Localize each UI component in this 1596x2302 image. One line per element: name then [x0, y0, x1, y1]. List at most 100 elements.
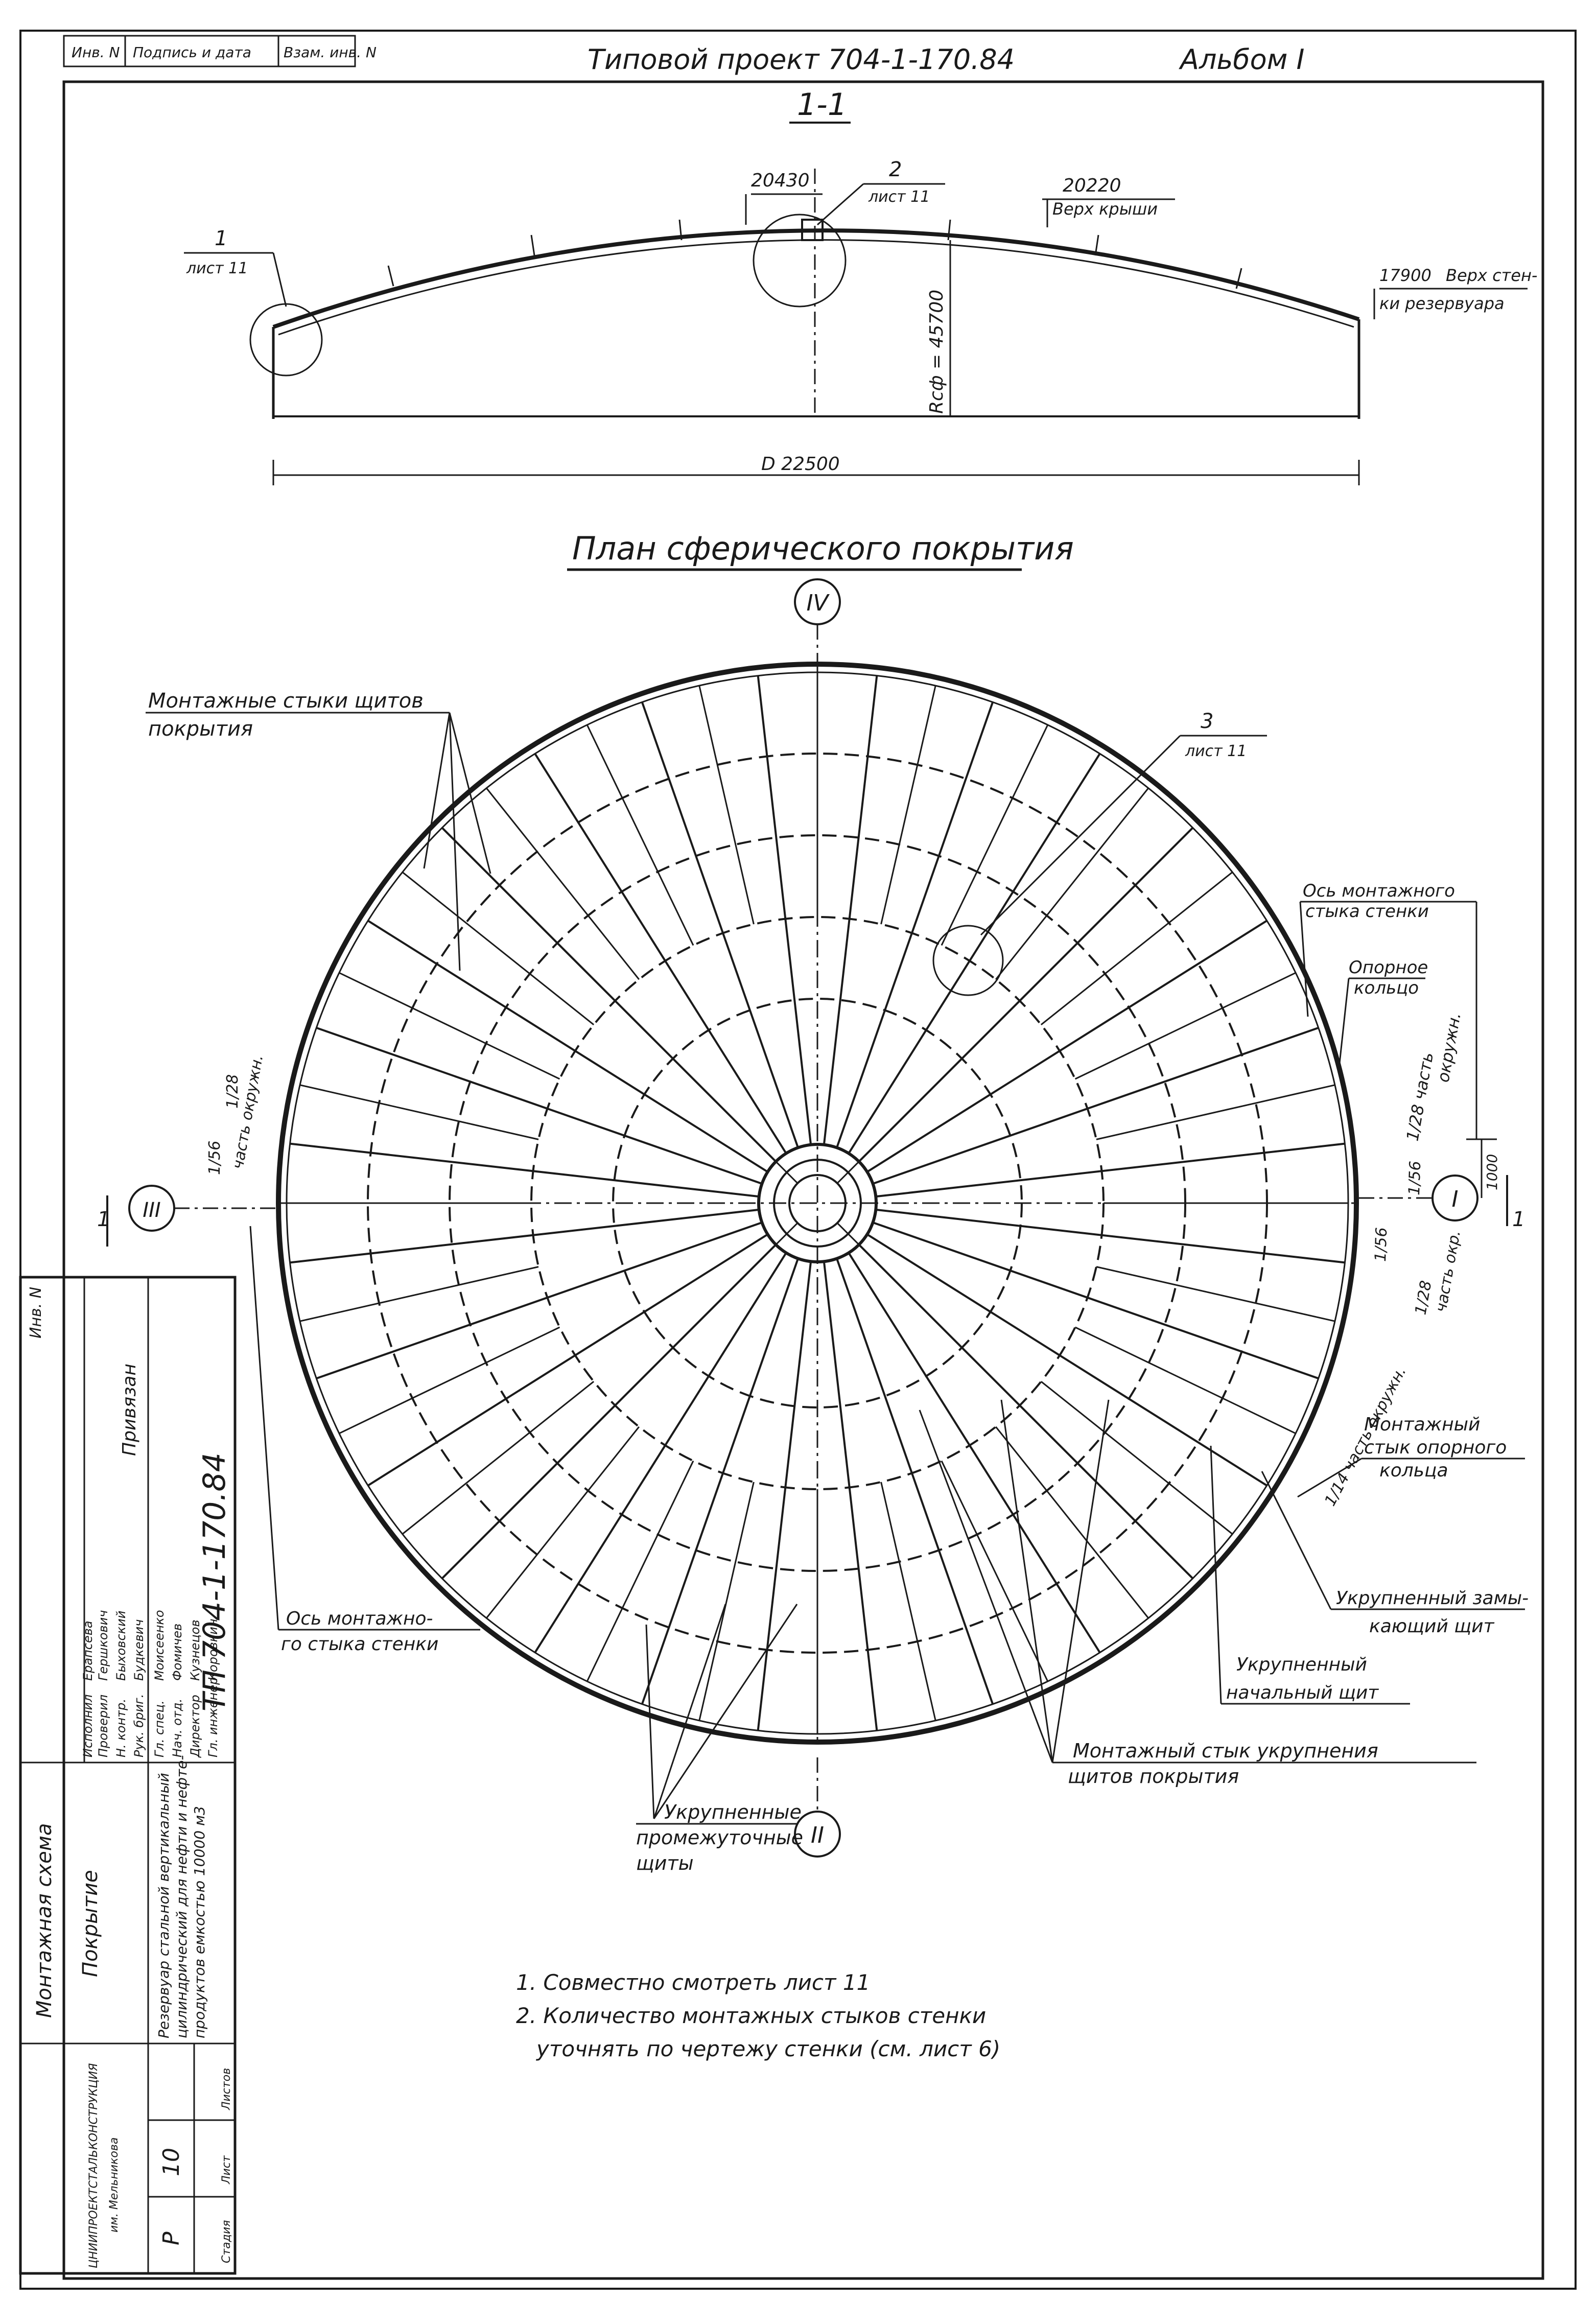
tb-person-name-5: Быховский [114, 1611, 128, 1681]
tb-person-name-1: Коровкин [206, 1618, 220, 1681]
hub-spoke-0 [836, 1222, 860, 1246]
secondary-rib-6 [880, 1482, 936, 1721]
secondary-rib-15 [299, 1084, 539, 1140]
callout-3-sheet: лист 11 [1185, 742, 1247, 760]
label-support-ring-2: кольцо [1354, 978, 1419, 998]
tb-stage-h: Стадия [220, 2220, 233, 2263]
section-mark-right: 1 [1512, 1208, 1525, 1231]
tb-person-role-7: Исполнил [81, 1695, 95, 1758]
tb-sheet: 10 [158, 2148, 184, 2176]
label-left-frac-128: 1/28 [224, 1074, 242, 1109]
album-label: Альбом I [1179, 43, 1304, 76]
label-enlarge-joint-2: щитов покрытия [1068, 1765, 1239, 1788]
secondary-rib-12 [339, 1326, 560, 1435]
label-ring-joint-1: Монтажный [1364, 1414, 1480, 1435]
secondary-rib-20 [698, 685, 755, 925]
secondary-rib-2 [1074, 1326, 1296, 1435]
tb-inv-no: Инв. N [27, 1287, 45, 1338]
label-ring-joint-3: кольца [1379, 1460, 1448, 1481]
secondary-rib-26 [1074, 972, 1296, 1080]
label-starting-2: начальный щит [1226, 1682, 1379, 1703]
hub-spoke-1 [775, 1222, 799, 1246]
secondary-rib-13 [299, 1266, 539, 1322]
label-interm-1: Укрупненные [664, 1801, 802, 1823]
label-right-frac-1b: окружн. [1433, 1011, 1464, 1084]
radial-rib-10 [441, 1243, 777, 1580]
secondary-rib-27 [1096, 1084, 1335, 1140]
section-title: 1-1 [797, 87, 847, 123]
tb-description-2: цилиндрический для нефти и нефте- [173, 1755, 190, 2038]
label-right-frac-1: 1/28 часть [1402, 1051, 1437, 1143]
radial-rib-7 [757, 1261, 812, 1731]
tb-person-role-4: Рук. бриг. [132, 1694, 146, 1757]
tb-person-name-7: Ерапсева [81, 1620, 95, 1681]
secondary-rib-19 [586, 724, 694, 946]
radial-rib-6 [823, 1261, 878, 1731]
label-interm-2: промежуточные [636, 1826, 803, 1849]
tb-person-role-0: Директор [188, 1695, 202, 1758]
radial-rib-9 [534, 1252, 787, 1653]
outer-frame [19, 30, 1577, 2290]
secondary-rib-16 [339, 972, 560, 1080]
radial-rib-20 [757, 675, 812, 1145]
radial-rib-27 [876, 1142, 1345, 1198]
radial-rib-12 [316, 1222, 763, 1380]
header-corner-cells: Инв. N Подпись и дата Взам. инв. N [63, 35, 377, 67]
label-frac-14: 1/14 часть окружн. [1321, 1364, 1410, 1509]
secondary-rib-10 [486, 1426, 640, 1619]
label-starting-1: Укрупненный [1236, 1654, 1367, 1675]
elev-roof-note: Верх крыши [1052, 199, 1158, 219]
axis-markers: IV II III I 1 1 [97, 578, 1525, 1858]
secondary-rib-9 [586, 1460, 694, 1682]
secondary-rib-5 [941, 1460, 1049, 1682]
drawing-notes: 1. Совместно смотреть лист 11 2. Количес… [516, 1970, 1000, 2061]
title-block: ТП 704-1-170.84 Резервуар стальной верти… [19, 1276, 237, 2275]
radial-rib-26 [872, 1026, 1319, 1185]
spherical-roof-plan [276, 662, 1359, 1745]
secondary-rib-25 [1040, 872, 1233, 1026]
radial-rib-23 [848, 753, 1101, 1154]
radial-rib-16 [367, 920, 768, 1173]
label-frac-156-a: 1/56 [1405, 1161, 1424, 1196]
diameter-label: D 22500 [761, 454, 840, 475]
axis-I-label: I [1452, 1186, 1459, 1212]
axis-II-bubble [794, 1811, 841, 1858]
label-wall-axis-l1: Ось монтажно- [286, 1608, 433, 1629]
tb-privyazan: Привязан [119, 1364, 140, 1456]
section-view: 1-1 Rсф = 45700 1 лист 11 2 [184, 87, 1537, 485]
note-2: 2. Количество монтажных стыков стенки [516, 2003, 986, 2028]
label-wall-axis-l2: го стыка стенки [281, 1634, 438, 1655]
axis-II-label: II [811, 1822, 824, 1848]
radial-rib-15 [316, 1026, 763, 1185]
radial-rib-3 [858, 1243, 1194, 1580]
label-frac-156-b: 1/56 [1372, 1227, 1391, 1262]
roof-arc [272, 228, 1360, 329]
elev-wall-note-2: ки резервуара [1379, 294, 1505, 313]
tb-person-role-5: Н. контр. [114, 1699, 128, 1757]
label-closing-2: кающий щит [1369, 1616, 1495, 1637]
radial-rib-4 [848, 1252, 1101, 1653]
radial-rib-0 [876, 1208, 1345, 1264]
radial-rib-25 [866, 920, 1268, 1173]
label-enlarge-joint-1: Монтажный стык укрупнения [1073, 1740, 1378, 1762]
tb-stage: Р [158, 2231, 184, 2245]
plan-title: План сферического покрытия [572, 530, 1074, 567]
radial-rib-24 [858, 827, 1194, 1163]
tb-person-role-3: Гл. спец. [152, 1700, 167, 1757]
callout-circle-1 [249, 303, 323, 377]
axis-I-bubble [1431, 1175, 1478, 1222]
radial-rib-19 [641, 701, 799, 1148]
elev-roof-label: 20220 [1063, 175, 1121, 196]
label-wall-axis-r2: стыка стенки [1305, 901, 1429, 922]
label-left-frac-part: часть окружн. [229, 1053, 267, 1170]
secondary-rib-18 [486, 787, 640, 980]
label-interm-3: щиты [636, 1852, 694, 1874]
tb-sheets-h: Листов [220, 2068, 233, 2110]
secondary-rib-11 [402, 1380, 595, 1535]
radial-rib-22 [836, 701, 994, 1148]
label-closing-1: Укрупненный замы- [1336, 1588, 1529, 1609]
elev-top-label: 20430 [751, 170, 810, 191]
radial-rib-5 [836, 1258, 994, 1705]
callout-2-sheet: лист 11 [868, 188, 930, 206]
